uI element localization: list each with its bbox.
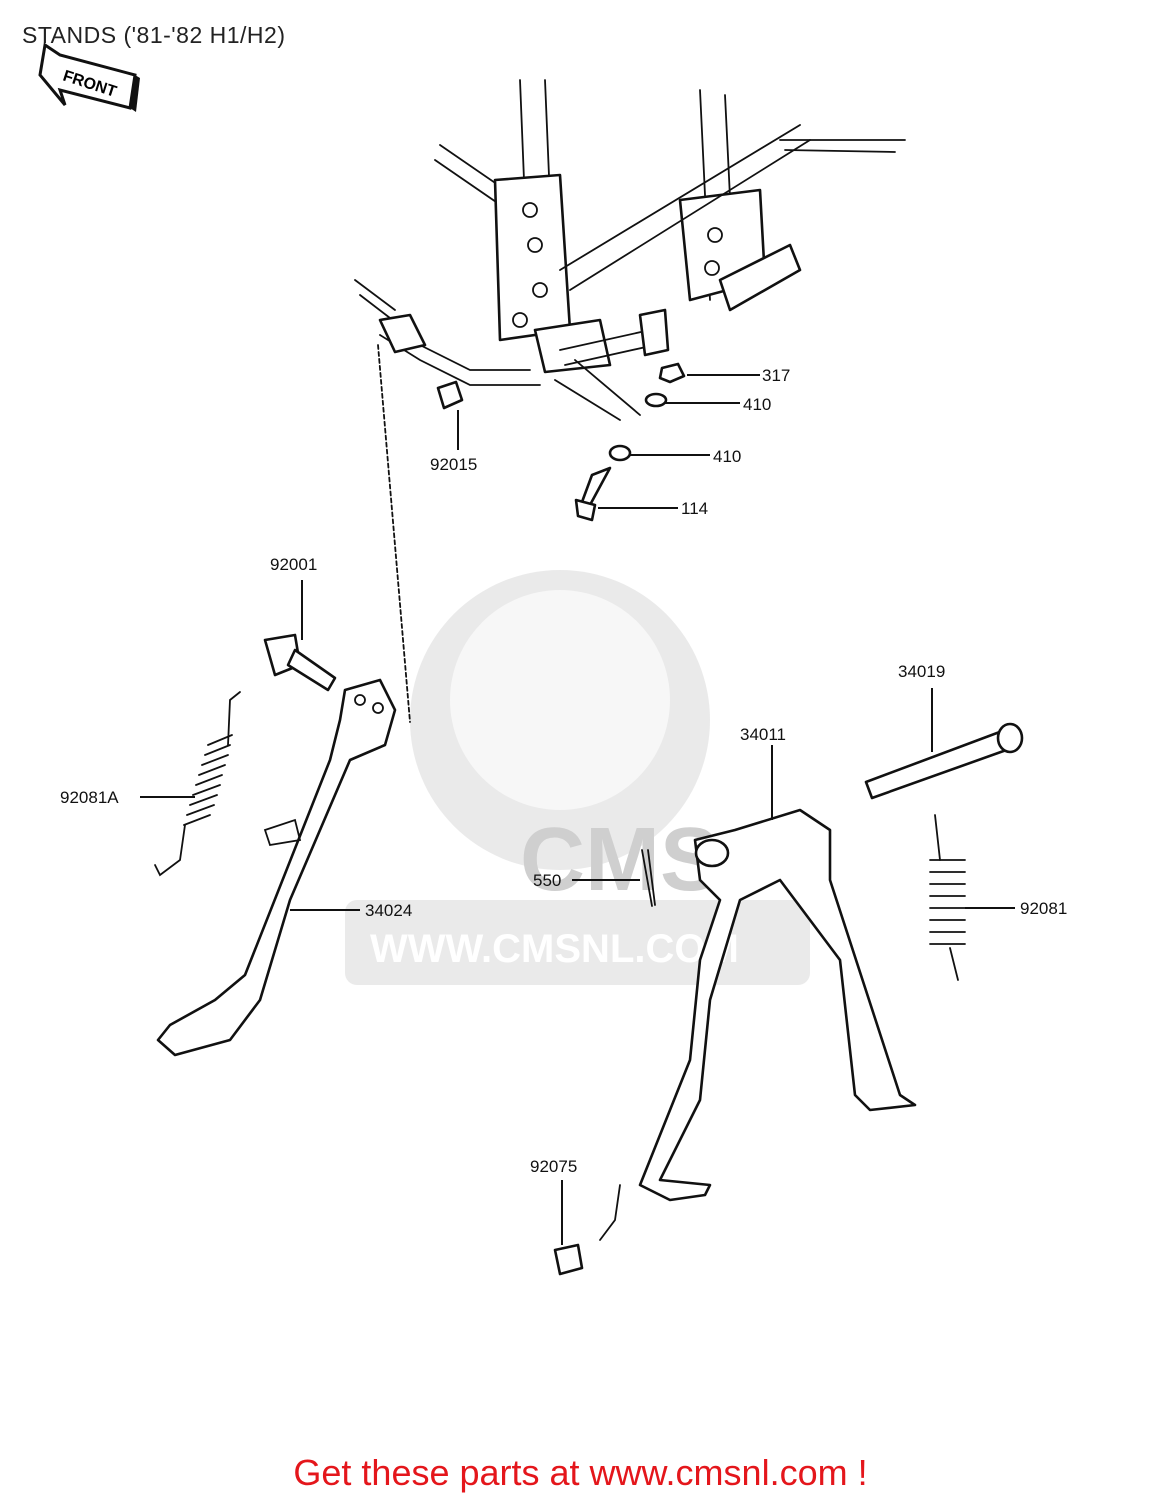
callout-317: 317	[762, 366, 790, 385]
callout-92075: 92075	[530, 1157, 577, 1176]
washer-410-lower	[608, 444, 632, 462]
callout-92001: 92001	[270, 555, 317, 574]
cotter-pin-550	[641, 849, 656, 907]
frame-assembly	[354, 79, 906, 421]
side-stand-34024	[156, 678, 397, 1057]
callout-550: 550	[533, 871, 561, 890]
bushing-92015	[436, 380, 464, 410]
callout-410-lower: 410	[713, 447, 741, 466]
watermark-logo-text: CMS	[520, 810, 720, 910]
callout-92081: 92081	[1020, 899, 1067, 918]
callout-34011: 34011	[740, 725, 786, 744]
callout-92081A: 92081A	[60, 788, 119, 807]
callout-92015: 92015	[430, 455, 477, 474]
nut-317	[658, 362, 686, 384]
page-title: STANDS ('81-'82 H1/H2)	[22, 22, 286, 48]
spring-92081A	[154, 691, 241, 877]
callout-34024: 34024	[365, 901, 412, 920]
bolt-92001	[263, 633, 337, 692]
leader-lines	[140, 374, 1015, 1245]
pin-34019	[864, 722, 1024, 800]
spring-92081	[929, 814, 966, 981]
rubber-92075	[553, 1243, 584, 1276]
callout-410-upper: 410	[743, 395, 771, 414]
front-arrow-badge: FRONT	[38, 42, 140, 112]
watermark-url-text: WWW.CMSNL.COM	[370, 927, 739, 971]
bolt-114	[574, 466, 612, 522]
washer-410-upper	[644, 392, 668, 408]
footer-promo-link[interactable]: Get these parts at www.cmsnl.com !	[293, 1452, 868, 1493]
callout-34019: 34019	[898, 662, 945, 681]
center-stand-34011	[599, 808, 917, 1241]
callout-114: 114	[681, 499, 708, 518]
cmsnl-watermark: CMS WWW.CMSNL.COM	[345, 570, 810, 985]
